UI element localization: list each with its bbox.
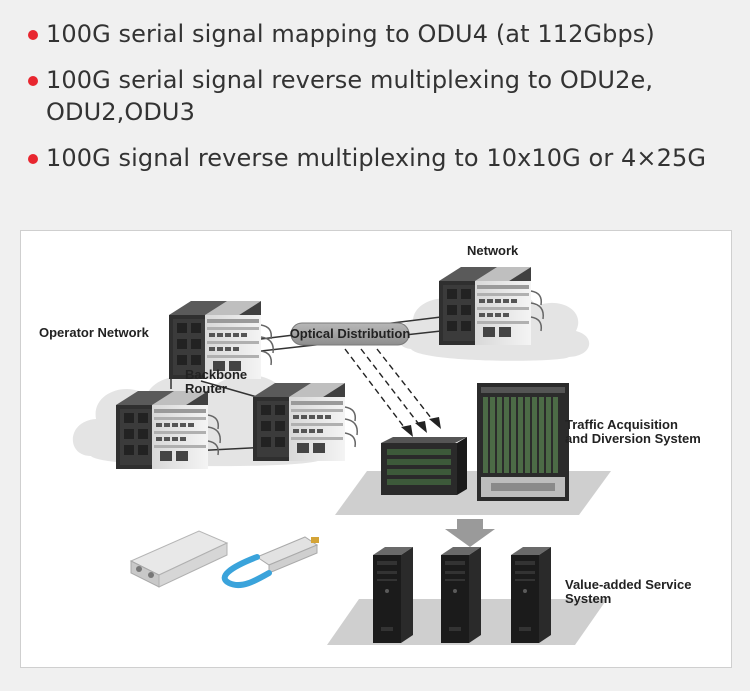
- feature-list: 100G serial signal mapping to ODU4 (at 1…: [28, 18, 743, 188]
- network-diagram: Optical Distribution: [39, 243, 701, 645]
- backbone-router-right: [252, 382, 358, 462]
- bullet-dot-icon: [28, 30, 38, 40]
- traffic-system-platform: [335, 471, 611, 515]
- service-server-1: [373, 547, 413, 643]
- network-router: [438, 266, 544, 346]
- qsfp-transceiver: [221, 536, 319, 589]
- operator-network-label: Operator Network: [39, 325, 150, 340]
- vas-label-2: System: [565, 591, 611, 606]
- signal-arrows: [344, 348, 436, 432]
- acquisition-chassis-small: [381, 437, 467, 495]
- feature-text: 100G serial signal reverse multiplexing …: [46, 66, 654, 126]
- arrow-head-icon: [401, 425, 413, 437]
- feature-item: 100G serial signal reverse multiplexing …: [28, 64, 743, 128]
- traffic-system-label-2: and Diversion System: [565, 431, 701, 446]
- traffic-system-label: Traffic Acquisition: [565, 417, 678, 432]
- arrow-head-icon: [429, 417, 441, 429]
- vas-label: Value-added Service: [565, 577, 691, 592]
- feature-item: 100G signal reverse multiplexing to 10x1…: [28, 142, 743, 174]
- backbone-router-label-2: Router: [185, 381, 227, 396]
- service-server-2: [441, 547, 481, 643]
- network-diagram-panel: Optical Distribution: [20, 230, 732, 668]
- optical-distribution-label: Optical Distribution: [290, 326, 411, 341]
- bullet-dot-icon: [28, 154, 38, 164]
- backbone-router-label: Backbone: [185, 367, 247, 382]
- service-server-3: [511, 547, 551, 643]
- cfp-transceiver: [129, 530, 229, 588]
- backbone-router-left: [115, 390, 221, 470]
- feature-item: 100G serial signal mapping to ODU4 (at 1…: [28, 18, 743, 50]
- network-label: Network: [467, 243, 519, 258]
- feature-text: 100G serial signal mapping to ODU4 (at 1…: [46, 20, 655, 48]
- acquisition-chassis-large: [477, 383, 569, 501]
- optical-distribution-node: Optical Distribution: [290, 322, 411, 346]
- down-arrow-icon: [445, 519, 495, 547]
- feature-text: 100G signal reverse multiplexing to 10x1…: [46, 144, 707, 172]
- bullet-dot-icon: [28, 76, 38, 86]
- arrow-head-icon: [415, 421, 427, 433]
